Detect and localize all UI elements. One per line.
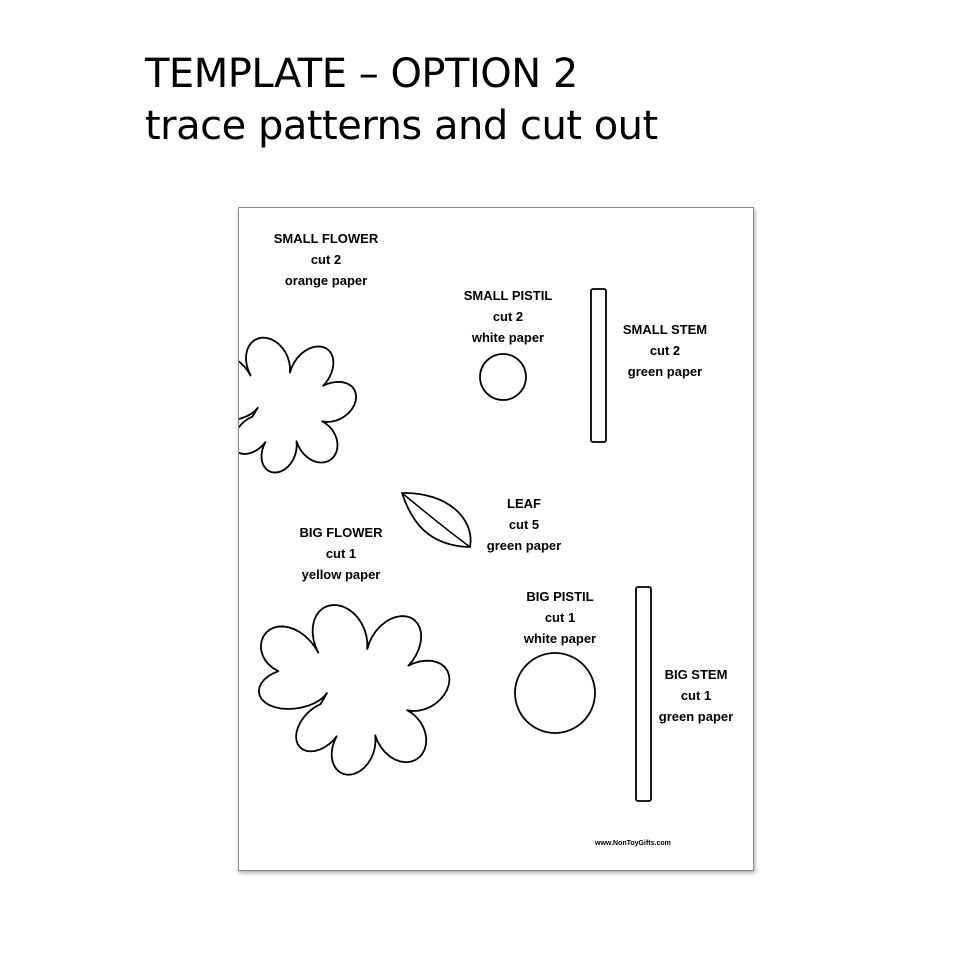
big-pistil-name: BIG PISTIL	[526, 589, 594, 604]
big-stem-name: BIG STEM	[664, 667, 728, 682]
big-flower-label: BIG FLOWER cut 1 yellow paper	[299, 522, 382, 585]
leaf-name: LEAF	[507, 496, 541, 511]
small-pistil-paper: white paper	[471, 330, 545, 345]
small-stem-name: SMALL STEM	[622, 322, 708, 337]
small-stem-cut: cut 2	[649, 343, 681, 358]
big-flower-cut: cut 1	[325, 546, 357, 561]
small-flower-cut: cut 2	[310, 252, 342, 267]
big-stem-label: BIG STEM cut 1 green paper	[659, 664, 733, 727]
big-flower-name: BIG FLOWER	[299, 525, 383, 540]
small-stem-paper: green paper	[627, 364, 703, 379]
footer-website: www.NonToyGifts.com	[595, 840, 671, 847]
big-pistil-cut: cut 1	[544, 610, 576, 625]
big-stem-cut: cut 1	[680, 688, 712, 703]
big-flower-shape	[257, 604, 451, 776]
big-pistil-paper: white paper	[523, 631, 597, 646]
small-stem-label: SMALL STEM cut 2 green paper	[623, 319, 707, 382]
big-flower-paper: yellow paper	[301, 567, 381, 582]
slide-title: TEMPLATE – OPTION 2 trace patterns and c…	[145, 48, 658, 152]
small-flower-shape	[239, 336, 358, 474]
big-stem-shape	[635, 586, 652, 802]
small-pistil-cut: cut 2	[492, 309, 524, 324]
pattern-shapes	[239, 288, 652, 802]
small-stem-shape	[590, 288, 607, 443]
small-flower-paper: orange paper	[284, 273, 368, 288]
leaf-label: LEAF cut 5 green paper	[487, 493, 561, 556]
small-flower-label: SMALL FLOWER cut 2 orange paper	[274, 228, 378, 291]
big-stem-paper: green paper	[658, 709, 734, 724]
small-pistil-shape	[479, 353, 527, 401]
big-pistil-shape	[514, 652, 596, 734]
small-pistil-name: SMALL PISTIL	[463, 288, 553, 303]
small-flower-name: SMALL FLOWER	[273, 231, 379, 246]
small-pistil-label: SMALL PISTIL cut 2 white paper	[464, 285, 553, 348]
leaf-cut: cut 5	[508, 517, 540, 532]
big-pistil-label: BIG PISTIL cut 1 white paper	[524, 586, 596, 649]
slide-title-line-1: TEMPLATE – OPTION 2	[145, 51, 578, 97]
template-sheet: SMALL FLOWER cut 2 orange paper SMALL PI…	[238, 207, 754, 871]
leaf-midrib	[401, 492, 471, 548]
leaf-paper: green paper	[486, 538, 562, 553]
slide-title-line-2: trace patterns and cut out	[145, 103, 658, 149]
